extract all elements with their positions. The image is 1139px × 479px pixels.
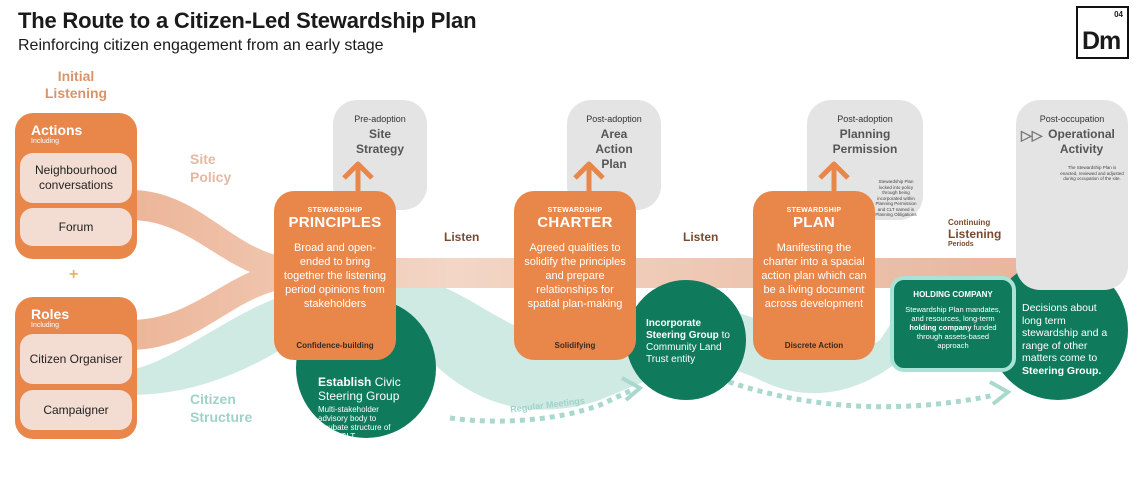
listen-label-2: Listen <box>683 230 719 244</box>
holding-company-body: Stewardship Plan mandates, and resources… <box>904 305 1002 350</box>
card-kicker: STEWARDSHIP <box>307 207 363 214</box>
decisions-circle <box>988 260 1128 400</box>
decisions-text: Decisions about long term stewardship an… <box>1022 302 1114 377</box>
roles-including: Including <box>31 322 60 329</box>
establish-body: Multi-stakeholder advisory body to incub… <box>318 405 391 441</box>
decisions-pre: Decisions about long term stewardship an… <box>1022 302 1108 364</box>
holding-company-title: HOLDING COMPANY <box>913 290 993 299</box>
establish-rest: Civic Steering Group <box>318 375 401 403</box>
actions-including: Including <box>31 138 60 145</box>
stage-note: The Stewardship Plan is enacted, reviewe… <box>1060 165 1124 181</box>
card-title: PRINCIPLES <box>288 214 382 231</box>
stage-note: Stewardship Plan locked into policy thro… <box>875 179 917 217</box>
arrow-up-1 <box>342 161 374 193</box>
actions-panel: Actions Including Neighbourhood conversa… <box>15 113 137 259</box>
stage-operational-activity: Post-occupation ▷▷ Operational Activity … <box>1016 100 1128 290</box>
fast-forward-icon: ▷▷ <box>1021 127 1043 143</box>
card-kicker: STEWARDSHIP <box>786 207 842 214</box>
regular-meetings-arrow-2 <box>989 380 1012 406</box>
card-body: Broad and open-ended to bring together t… <box>283 242 387 310</box>
stage-pre: Pre-adoption <box>354 114 406 124</box>
dm-logo: 04 Dm <box>1076 6 1129 59</box>
continuing-main: Listening <box>948 227 1002 241</box>
regular-meetings-arrow-1 <box>621 376 644 402</box>
continuing-sub: Periods <box>948 241 974 248</box>
card-plan: STEWARDSHIP PLAN Manifesting the charter… <box>753 191 875 360</box>
continuing-listening: Continuing Listening Periods <box>948 218 1001 248</box>
actions-title: Actions <box>31 122 83 138</box>
card-title: PLAN <box>792 214 836 231</box>
role-item-citizen-organiser: Citizen Organiser <box>20 334 132 384</box>
stage-name: Operational Activity <box>1048 127 1115 156</box>
stage-pre: Post-occupation <box>1039 114 1105 124</box>
roles-title: Roles <box>31 306 70 322</box>
holding-body-pre: Stewardship Plan mandates, and resources… <box>905 305 1001 323</box>
action-item-neighbourhood: Neighbourhood conversations <box>20 153 132 203</box>
site-policy-label: Site Policy <box>190 151 232 185</box>
arrow-up-2 <box>573 161 605 193</box>
listen-label-1: Listen <box>444 230 480 244</box>
establish-bold: Establish <box>318 375 372 389</box>
establish-text: Establish Civic Steering Group Multi-sta… <box>318 375 428 441</box>
card-kicker: STEWARDSHIP <box>547 207 603 214</box>
incorporate-rest: to Community Land Trust entity <box>646 330 730 365</box>
stage-name: Planning Permission <box>832 127 898 156</box>
holding-body-post: funded through assets-based approach <box>916 323 997 350</box>
card-title: CHARTER <box>537 214 613 231</box>
card-foot: Confidence-building <box>296 341 374 350</box>
stage-name: Area Action Plan <box>595 127 633 171</box>
role-item-campaigner: Campaigner <box>20 390 132 430</box>
stage-name: Site Strategy <box>355 127 405 156</box>
action-item-forum: Forum <box>20 208 132 246</box>
card-body: Manifesting the charter into a spacial a… <box>761 242 867 310</box>
card-foot: Solidifying <box>554 341 596 350</box>
holding-body-bold: holding company <box>909 323 972 332</box>
initial-listening-label: Initial Listening <box>44 68 108 101</box>
page-title: The Route to a Citizen-Led Stewardship P… <box>18 8 477 33</box>
plus-sign: + <box>69 266 79 283</box>
card-foot: Discrete Action <box>784 341 844 350</box>
incorporate-bold: Incorporate Steering Group <box>646 318 719 341</box>
stage-pre: Post-adoption <box>837 114 893 124</box>
card-principles: STEWARDSHIP PRINCIPLES Broad and open-en… <box>274 191 396 360</box>
logo-number: 04 <box>1114 10 1123 19</box>
regular-meetings-dashes-2 <box>709 372 996 410</box>
arrow-up-3 <box>818 161 850 193</box>
incorporate-text: Incorporate Steering Group to Community … <box>646 318 738 366</box>
holding-company-box: HOLDING COMPANY Stewardship Plan mandate… <box>890 276 1016 372</box>
incorporate-circle <box>626 280 746 400</box>
citizen-structure-label: Citizen Structure <box>190 391 253 425</box>
logo-text: Dm <box>1082 27 1121 55</box>
continuing-top: Continuing <box>948 218 991 227</box>
stage-pre: Post-adoption <box>586 114 642 124</box>
page-subtitle: Reinforcing citizen engagement from an e… <box>18 37 384 54</box>
card-body: Agreed qualities to solidify the princip… <box>524 242 626 310</box>
decisions-bold: Steering Group. <box>1022 364 1102 377</box>
card-charter: STEWARDSHIP CHARTER Agreed qualities to … <box>514 191 636 360</box>
roles-panel: Roles Including Citizen Organiser Campai… <box>15 297 137 439</box>
regular-meetings-dashes-1 <box>449 387 634 424</box>
